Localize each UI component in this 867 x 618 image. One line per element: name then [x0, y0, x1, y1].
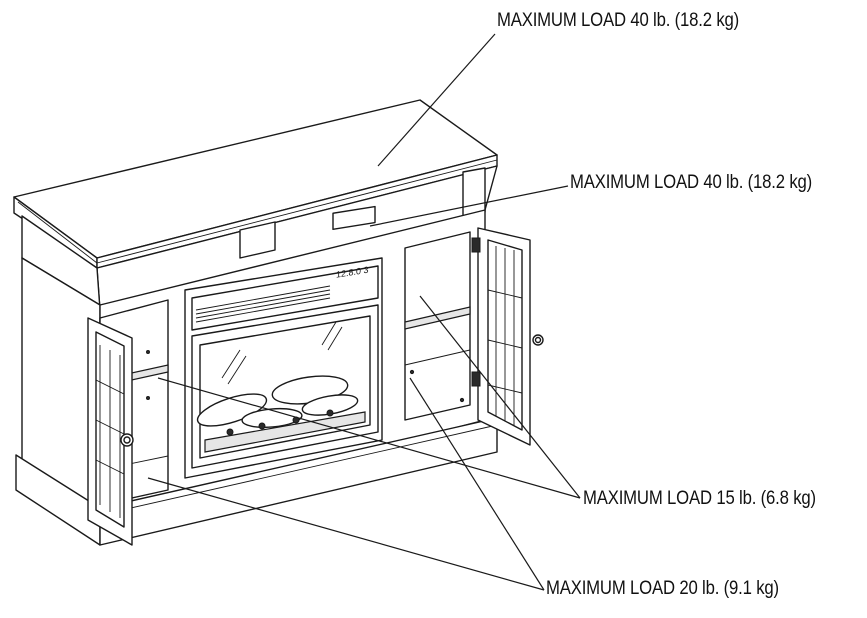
left-door	[87, 317, 134, 546]
top-surface	[13, 99, 498, 269]
callout-media-shelf-load: MAXIMUM LOAD 40 lb. (18.2 kg)	[570, 172, 813, 193]
upper-hinge	[471, 237, 481, 253]
lower-hinge	[471, 371, 481, 387]
right-cabinet	[404, 231, 471, 421]
callout-top-shelf-load: MAXIMUM LOAD 40 lb. (18.2 kg)	[497, 10, 740, 31]
fireplace-vent	[195, 285, 331, 323]
callout-cabinet-bottoms-load: MAXIMUM LOAD 20 lb. (9.1 kg)	[546, 578, 779, 599]
media-shelf	[21, 165, 498, 311]
fireplace-insert: 12.8.0 3	[184, 205, 383, 479]
fireplace-display-panel	[332, 205, 376, 230]
callout-adjustable-shelves-load: MAXIMUM LOAD 15 lb. (6.8 kg)	[583, 488, 816, 509]
leader-lines	[147, 33, 581, 591]
right-door	[471, 227, 544, 446]
logs	[196, 375, 366, 453]
